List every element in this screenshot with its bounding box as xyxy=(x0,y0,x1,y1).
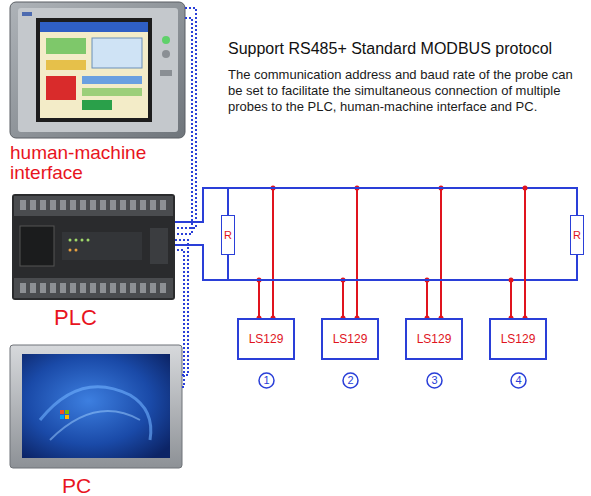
resistor-label: R xyxy=(224,229,232,241)
resistor-symbol: R xyxy=(221,215,235,255)
device-label: PLC xyxy=(54,306,144,329)
callout-circle: 2 xyxy=(342,372,359,389)
dotted-cable xyxy=(175,18,192,234)
bus-wire-b xyxy=(175,245,577,280)
dotted-link xyxy=(175,240,188,387)
description-text: The communication address and baud rate … xyxy=(228,67,586,115)
resistor-label: R xyxy=(573,229,581,241)
probe-box: LS129 xyxy=(321,318,379,360)
probe-box: LS129 xyxy=(489,318,547,360)
callout-number: 2 xyxy=(347,375,353,386)
drop-wire xyxy=(356,188,358,318)
hmi-illustration xyxy=(10,2,185,138)
resistor-symbol: R xyxy=(570,215,584,255)
bus-wire-b xyxy=(175,245,427,280)
junction-dot xyxy=(509,278,514,283)
callout-number: 1 xyxy=(263,375,269,386)
hmi-device: human-machine interface xyxy=(10,2,185,138)
windows-logo xyxy=(60,410,69,419)
bus-wire-b xyxy=(175,245,259,280)
device-label: PC xyxy=(62,475,142,496)
probe-label: LS129 xyxy=(333,332,368,346)
drop-wire xyxy=(272,188,274,318)
probe-label: LS129 xyxy=(501,332,536,346)
circle-outline-shape xyxy=(259,373,274,388)
probe-box: LS129 xyxy=(237,318,295,360)
probe-label: LS129 xyxy=(249,332,284,346)
callout-number: 3 xyxy=(431,375,437,386)
drop-wire xyxy=(510,280,512,318)
drop-wire xyxy=(342,280,344,318)
plc-illustration xyxy=(12,194,175,300)
heading-text: Support RS485+ Standard MODBUS protocol xyxy=(228,40,552,58)
bus-connector xyxy=(175,186,528,321)
bus-connector xyxy=(175,186,276,321)
dotted-link xyxy=(175,8,196,234)
circle-outline-shape xyxy=(427,373,442,388)
device-label: human-machine interface xyxy=(10,143,170,183)
bus-wire-b xyxy=(175,245,343,280)
drop-wire xyxy=(440,188,442,318)
circle-outline-shape xyxy=(343,373,358,388)
pc-device: PC xyxy=(10,345,182,468)
dotted-cable xyxy=(175,250,184,387)
callout-circle: 3 xyxy=(426,372,443,389)
bus-wire-a xyxy=(175,188,577,222)
junction-dot xyxy=(523,186,528,191)
callout-circle: 1 xyxy=(258,372,275,389)
drop-wire xyxy=(426,280,428,318)
drop-wire xyxy=(524,188,526,318)
dotted-cable xyxy=(175,240,188,375)
callout-number: 4 xyxy=(515,375,521,386)
circle-outline-shape xyxy=(511,373,526,388)
plc-device: PLC xyxy=(12,194,175,300)
probe-box: LS129 xyxy=(405,318,463,360)
pc-illustration xyxy=(10,345,182,468)
bus-connector xyxy=(175,188,577,280)
bus-wire-a xyxy=(175,188,441,222)
drop-wire xyxy=(258,280,260,318)
bus-connector xyxy=(175,186,444,321)
probe-label: LS129 xyxy=(417,332,452,346)
callout-circle: 4 xyxy=(510,372,527,389)
